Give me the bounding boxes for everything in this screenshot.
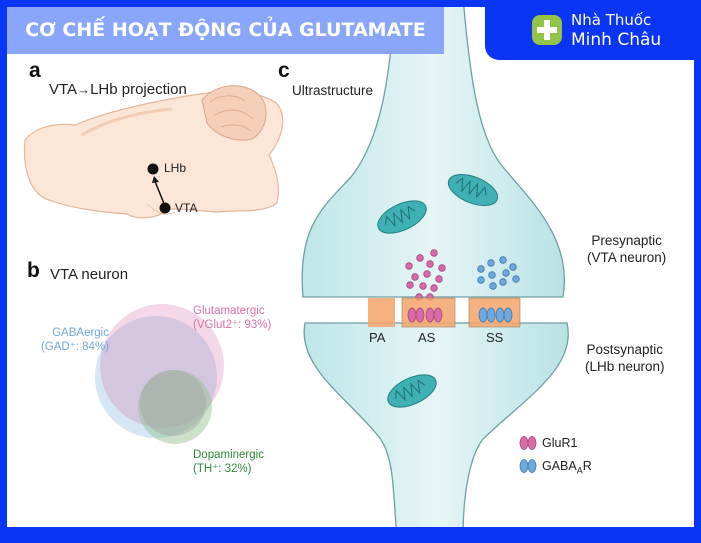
lhb-label: LHb (164, 161, 187, 175)
gabaergic-label: GABAergic (GAD⁺: 84%) (17, 326, 109, 354)
brand-name-line1: Nhà Thuốc (571, 11, 652, 29)
panel-c-letter: c (278, 59, 290, 82)
page-title: CƠ CHẾ HOẠT ĐỘNG CỦA GLUTAMATE (25, 19, 426, 41)
glur1-legend-icon (519, 436, 537, 450)
presynaptic-terminal (301, 7, 565, 298)
vta-label: VTA (175, 201, 198, 215)
legend-gabaar-label: GABAAR (542, 458, 592, 476)
legend-gabaar-suffix: R (582, 459, 592, 473)
mitochondria (377, 174, 499, 408)
glutamatergic-detail: (VGlut2⁺: 93%) (193, 319, 272, 331)
title-banner: CƠ CHẾ HOẠT ĐỘNG CỦA GLUTAMATE (7, 7, 444, 54)
postsynaptic-label-line2: (LHb neuron) (585, 359, 665, 374)
glutamatergic-label: Glutamatergic (VGlut2⁺: 93%) (193, 304, 271, 332)
postsynaptic-label-line1: Postsynaptic (586, 342, 664, 357)
panel-c-title: Ultrastructure (292, 83, 374, 98)
glur1-receptors (407, 307, 443, 323)
dopaminergic-name: Dopaminergic (193, 449, 264, 461)
gabaergic-detail: (GAD⁺: 84%) (40, 341, 109, 353)
gabaar-receptors (478, 307, 513, 323)
presynaptic-label-line1: Presynaptic (591, 233, 662, 248)
legend-icons (519, 436, 537, 473)
presynaptic-label: Presynaptic (VTA neuron) (587, 232, 666, 266)
panel-a-title: VTA→LHb projection (49, 81, 187, 98)
dopaminergic-label: Dopaminergic (TH⁺: 32%) (193, 448, 264, 476)
panel-a-title-from: VTA (49, 81, 78, 98)
venn-gabaergic (95, 316, 217, 438)
figure-frame: a VTA→LHb projection LHb VTA b VTA neuro… (7, 7, 694, 527)
gabaar-legend-icon (519, 459, 537, 473)
panel-a-title-to: LHb projection (90, 81, 187, 98)
projection-pathway (147, 163, 171, 214)
site-pa-label: PA (369, 330, 386, 345)
panel-b-letter: b (27, 259, 40, 282)
legend-glur1-label: GluR1 (542, 436, 578, 450)
venn-diagram (95, 304, 224, 444)
presynaptic-label-line2: (VTA neuron) (587, 250, 667, 265)
arrow-right-icon: → (77, 82, 91, 97)
brand-name-line2: Minh Châu (571, 30, 662, 50)
projection-arrowhead-icon (152, 176, 159, 183)
plus-icon (532, 15, 562, 45)
figure-canvas (23, 7, 569, 527)
site-pa (368, 298, 395, 327)
venn-glutamatergic (100, 304, 224, 428)
gaba-vesicles (477, 256, 520, 290)
venn-dopaminergic (138, 370, 212, 444)
glutamatergic-name: Glutamatergic (193, 305, 265, 317)
brain-illustration (23, 85, 284, 219)
lhb-node (147, 163, 159, 175)
site-as-label: AS (418, 330, 436, 345)
panel-b-title: VTA neuron (50, 266, 129, 283)
site-ss-label: SS (486, 330, 504, 345)
postsynaptic-label: Postsynaptic (LHb neuron) (585, 341, 665, 375)
panel-a-letter: a (29, 59, 41, 82)
gabaergic-name: GABAergic (52, 327, 109, 339)
postsynaptic-terminal (303, 322, 569, 527)
legend-gabaar-sub: A (576, 465, 583, 476)
dopaminergic-detail: (TH⁺: 32%) (193, 463, 252, 475)
legend-gabaar-main: GABA (542, 459, 577, 473)
brand-badge[interactable]: Nhà Thuốc Minh Châu (485, 0, 701, 60)
vta-node (159, 202, 171, 214)
